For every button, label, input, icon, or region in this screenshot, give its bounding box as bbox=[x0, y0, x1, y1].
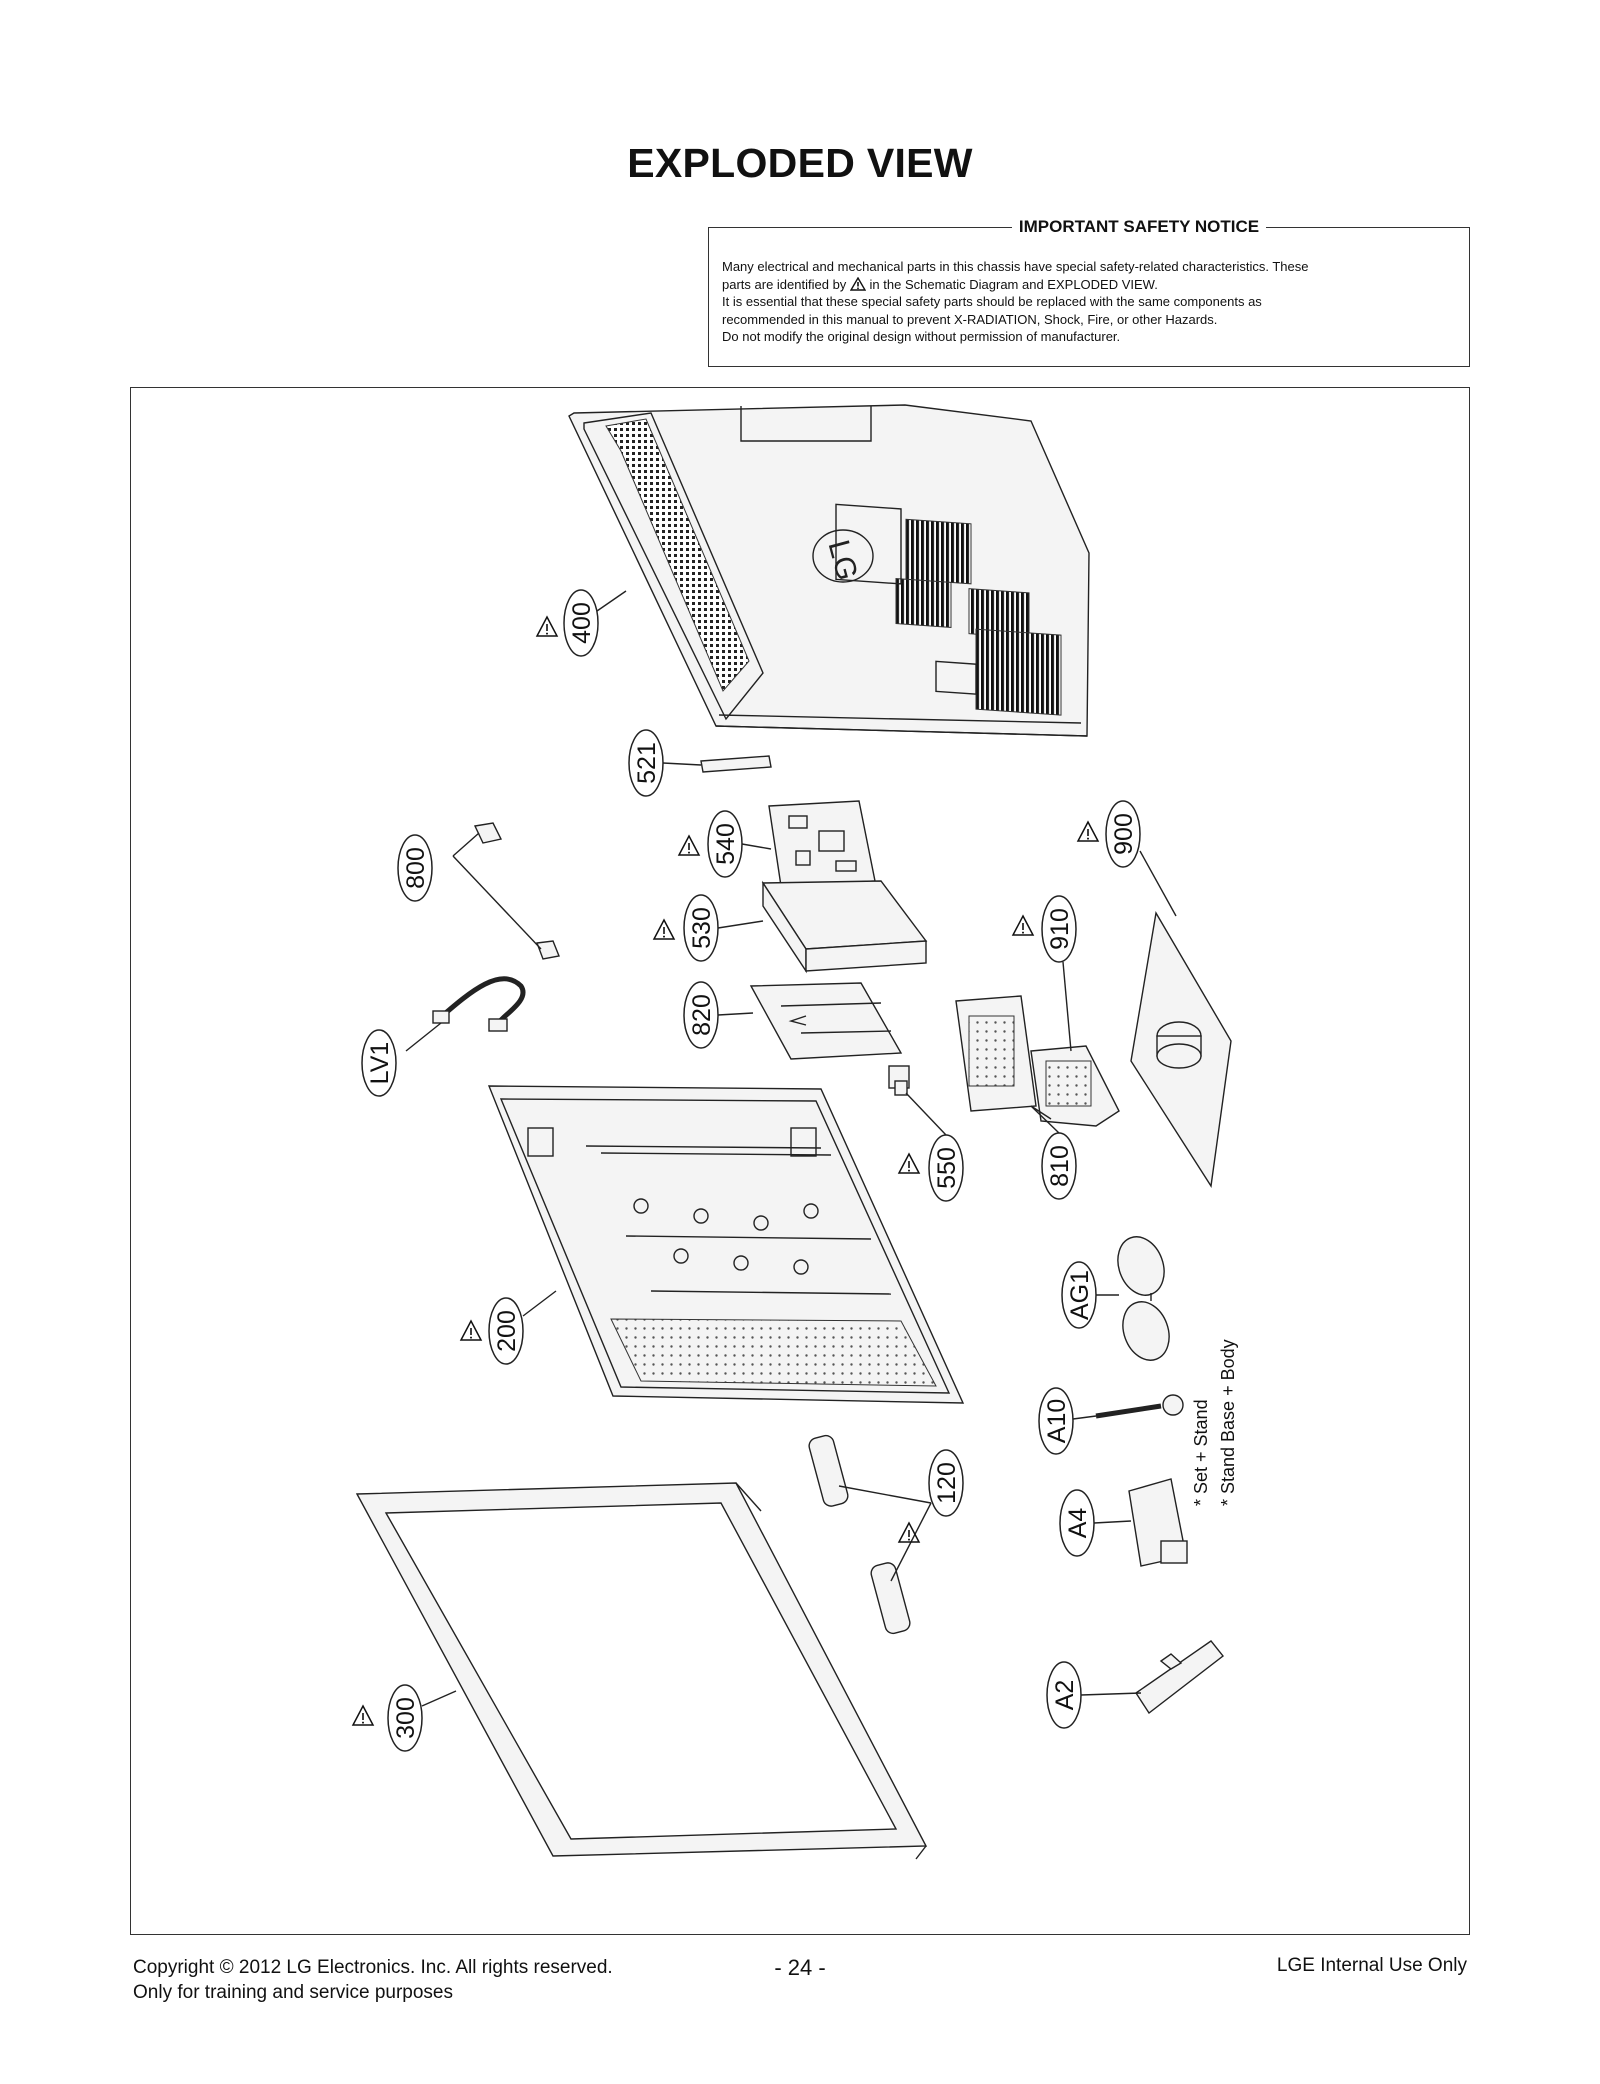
label-540: 540 bbox=[678, 810, 772, 878]
part-521-bracket bbox=[700, 755, 772, 773]
part-a4-bracket bbox=[1128, 1478, 1188, 1567]
footer-left: Copyright © 2012 LG Electronics. Inc. Al… bbox=[133, 1955, 613, 2005]
part-900-stand-base bbox=[1130, 910, 1232, 1188]
safety-notice-heading-text: IMPORTANT SAFETY NOTICE bbox=[1011, 217, 1267, 236]
label-400: 400 bbox=[536, 589, 627, 657]
svg-text:120: 120 bbox=[933, 1462, 961, 1504]
label-200: 200 bbox=[460, 1290, 557, 1365]
label-550: 550 bbox=[898, 1092, 964, 1202]
label-910: 910 bbox=[1012, 895, 1077, 1052]
safety-notice-body: Many electrical and mechanical parts in … bbox=[722, 258, 1456, 346]
safety-line-5: Do not modify the original design withou… bbox=[722, 329, 1121, 344]
label-ag1: AG1 bbox=[1061, 1261, 1119, 1329]
svg-text:400: 400 bbox=[568, 602, 596, 644]
footer-purpose: Only for training and service purposes bbox=[133, 1982, 453, 2003]
note-stand-base-body: * Stand Base + Body bbox=[1218, 1339, 1238, 1506]
part-lv1-cable bbox=[405, 976, 526, 1052]
svg-text:A10: A10 bbox=[1043, 1399, 1071, 1443]
label-530: 530 bbox=[653, 894, 764, 962]
warning-triangle-icon bbox=[849, 276, 866, 291]
svg-text:A2: A2 bbox=[1051, 1680, 1079, 1711]
label-120: 120 bbox=[898, 1449, 964, 1543]
page-title: EXPLODED VIEW bbox=[627, 140, 973, 186]
safety-notice-box: IMPORTANT SAFETY NOTICE Many electrical … bbox=[708, 217, 1470, 367]
label-a2: A2 bbox=[1046, 1661, 1142, 1729]
part-910-stand-neck bbox=[1030, 1045, 1120, 1127]
note-set-stand: * Set + Stand bbox=[1191, 1399, 1211, 1506]
part-550-small-bracket bbox=[888, 1065, 910, 1096]
label-820: 820 bbox=[683, 981, 754, 1049]
footer-internal: LGE Internal Use Only bbox=[1276, 1955, 1467, 1976]
label-810: 810 bbox=[1030, 1105, 1077, 1200]
label-300: 300 bbox=[352, 1684, 457, 1752]
label-800: 800 bbox=[397, 834, 433, 902]
svg-text:800: 800 bbox=[402, 847, 430, 889]
footer-copyright: Copyright © 2012 LG Electronics. Inc. Al… bbox=[133, 1957, 613, 1978]
label-521: 521 bbox=[628, 729, 702, 797]
svg-text:910: 910 bbox=[1046, 908, 1074, 950]
part-800-clips bbox=[452, 822, 560, 960]
footer-page-number: - 24 - bbox=[774, 1955, 826, 1980]
svg-text:LV1: LV1 bbox=[366, 1042, 394, 1085]
safety-line-2: parts are identified by in the Schematic… bbox=[722, 276, 1456, 294]
part-810-stand-bracket bbox=[955, 995, 1052, 1120]
safety-line-4: recommended in this manual to prevent X-… bbox=[722, 311, 1218, 327]
part-ag1-3d-glasses bbox=[1117, 1236, 1170, 1361]
safety-line-2b: in the Schematic Diagram and EXPLODED VI… bbox=[869, 276, 1158, 292]
svg-text:900: 900 bbox=[1110, 813, 1138, 855]
part-200-chassis-frame bbox=[487, 1085, 965, 1404]
label-lv1: LV1 bbox=[361, 1029, 397, 1097]
safety-line-2a: parts are identified by bbox=[722, 276, 847, 292]
part-120-speakers bbox=[808, 1434, 932, 1635]
svg-text:550: 550 bbox=[933, 1147, 961, 1189]
part-820-sheet bbox=[749, 982, 903, 1060]
safety-notice-heading: IMPORTANT SAFETY NOTICE bbox=[709, 217, 1469, 237]
svg-text:540: 540 bbox=[712, 823, 740, 865]
safety-line-3: It is essential that these special safet… bbox=[722, 294, 1262, 309]
svg-text:521: 521 bbox=[633, 742, 661, 784]
part-540-main-board bbox=[768, 800, 876, 887]
label-900: 900 bbox=[1077, 800, 1177, 917]
part-530-shield bbox=[761, 880, 928, 974]
svg-text:AG1: AG1 bbox=[1066, 1270, 1094, 1320]
svg-text:820: 820 bbox=[688, 994, 716, 1036]
label-a4: A4 bbox=[1059, 1489, 1132, 1557]
part-300-front-bezel bbox=[355, 1482, 928, 1860]
part-400-back-cover: LG bbox=[568, 404, 1090, 737]
svg-text:530: 530 bbox=[688, 907, 716, 949]
svg-text:810: 810 bbox=[1046, 1145, 1074, 1187]
safety-line-1: Many electrical and mechanical parts in … bbox=[722, 259, 1309, 274]
svg-text:300: 300 bbox=[392, 1697, 420, 1739]
svg-text:A4: A4 bbox=[1064, 1508, 1092, 1539]
exploded-view-diagram: LG bbox=[352, 404, 1238, 1860]
part-a2-remote bbox=[1135, 1640, 1224, 1715]
label-a10: A10 bbox=[1038, 1387, 1097, 1455]
part-a10-screw bbox=[1095, 1394, 1184, 1419]
svg-text:200: 200 bbox=[493, 1310, 521, 1352]
exploded-view-diagram-frame: LG bbox=[130, 387, 1470, 1935]
